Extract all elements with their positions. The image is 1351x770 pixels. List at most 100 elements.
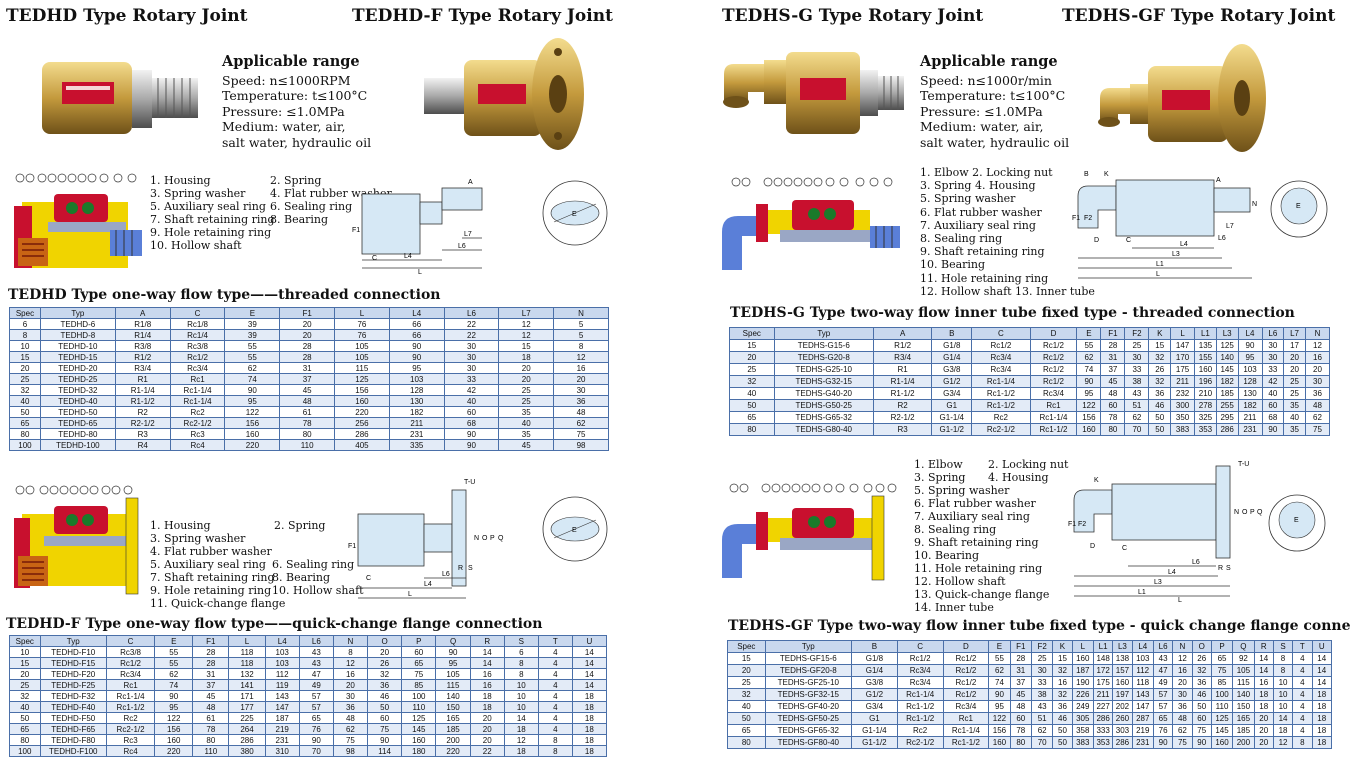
table-cell: 40 bbox=[9, 395, 41, 407]
table-cell: 335 bbox=[388, 439, 445, 451]
table-cell: 36 bbox=[332, 701, 368, 713]
table-cell: 15 bbox=[9, 351, 41, 363]
table-cell: 150 bbox=[435, 701, 471, 713]
table-cell: Rc1/2 bbox=[942, 688, 990, 701]
table-cell: G1/4 bbox=[851, 664, 898, 677]
range-speed: Speed: n≤1000r/min bbox=[920, 72, 1052, 88]
tedhs-gf-product-image bbox=[1098, 44, 1266, 152]
table-cell: 14 bbox=[503, 712, 539, 724]
table-cell: TEDHD-F65 bbox=[39, 723, 107, 735]
table-cell: R3/4 bbox=[872, 351, 933, 364]
table-cell: 46 bbox=[1052, 712, 1073, 725]
table-cell: Rc2-1/2 bbox=[105, 723, 156, 735]
table-cell: 219 bbox=[264, 723, 300, 735]
part-label: 13. Quick-change flange bbox=[914, 588, 1050, 601]
table-header-cell: F2 bbox=[1030, 640, 1054, 653]
table-cell: 48 bbox=[553, 406, 609, 418]
table-header-cell: D bbox=[942, 640, 990, 653]
table-cell: 61 bbox=[279, 406, 336, 418]
dim-label: L6 bbox=[1218, 235, 1226, 242]
table-cell: 30 bbox=[1124, 351, 1150, 364]
range-medium: Medium: water, air, bbox=[222, 119, 346, 134]
table-header-cell: Q bbox=[1232, 640, 1255, 653]
table-cell: 75 bbox=[401, 668, 437, 680]
table-cell: 4 bbox=[1292, 652, 1313, 665]
table-cell: 32 bbox=[1191, 664, 1212, 677]
table-cell: Rc1-1/4 bbox=[169, 384, 226, 396]
table-cell: R3 bbox=[114, 428, 171, 440]
table-cell: Rc2 bbox=[896, 724, 944, 737]
table-cell: 33 bbox=[1124, 363, 1150, 376]
table-cell: 325 bbox=[1194, 411, 1217, 424]
table-cell: 310 bbox=[264, 745, 300, 757]
table-cell: 182 bbox=[1237, 399, 1263, 412]
table-header-cell: O bbox=[1191, 640, 1212, 653]
dim-label: R bbox=[1218, 565, 1223, 572]
table-cell: 100 bbox=[9, 439, 41, 451]
table-cell: 45 bbox=[279, 384, 336, 396]
table-cell: 110 bbox=[401, 701, 437, 713]
table-cell: 160 bbox=[1071, 652, 1094, 665]
table-cell: 62 bbox=[553, 417, 609, 429]
tedhs-g-cross-section bbox=[722, 177, 900, 270]
dim-label: F1 bbox=[1068, 521, 1076, 528]
table-cell: 211 bbox=[1170, 375, 1196, 388]
dim-label: T-U bbox=[1238, 461, 1249, 468]
table-header-cell: L1 bbox=[1092, 640, 1114, 653]
section-title-tedhd-f: TEDHD-F Type one-way flow type——quick-ch… bbox=[6, 616, 543, 632]
dim-label: Q bbox=[498, 535, 504, 542]
table-cell: 16 bbox=[1304, 351, 1331, 364]
table-cell: Rc3/4 bbox=[169, 362, 226, 374]
table-header-cell: N bbox=[332, 635, 368, 647]
table-cell: 105 bbox=[334, 340, 390, 352]
table-header-cell: K bbox=[1148, 327, 1172, 340]
table-cell: 256 bbox=[334, 417, 390, 429]
table-cell: 10 bbox=[503, 701, 539, 713]
table-cell: 43 bbox=[298, 657, 334, 669]
table-cell: 132 bbox=[228, 668, 266, 680]
table-cell: 8 bbox=[1272, 664, 1294, 677]
table-header-cell: E bbox=[154, 635, 194, 647]
table-header-cell: L bbox=[1170, 327, 1196, 340]
table-cell: 35 bbox=[1283, 423, 1306, 436]
table-cell: 6 bbox=[503, 646, 539, 658]
table-cell: 220 bbox=[435, 745, 471, 757]
table-header-cell: F2 bbox=[1124, 327, 1150, 340]
table-cell: 33 bbox=[1030, 676, 1054, 689]
table-cell: 40 bbox=[729, 387, 775, 400]
table-cell: 65 bbox=[401, 657, 437, 669]
table-cell: 4 bbox=[537, 668, 573, 680]
table-cell: TEDHD-65 bbox=[39, 417, 116, 429]
part-label: 12. Hollow shaft 13. Inner tube bbox=[920, 284, 1095, 298]
section-title-tedhs-gf: TEDHS-GF Type two-way flow inner tube fi… bbox=[728, 618, 1351, 634]
table-cell: 95 bbox=[1076, 387, 1102, 400]
table-cell: 32 bbox=[1052, 688, 1073, 701]
tedhd-cross-section bbox=[14, 173, 142, 268]
table-cell: 75 bbox=[1172, 736, 1193, 749]
range-speed: Speed: n≤1000RPM bbox=[222, 72, 351, 88]
part-label: 10. Hollow shaft bbox=[150, 239, 242, 252]
table-cell: 350 bbox=[1170, 411, 1196, 424]
part-label: 11. Quick-change flange bbox=[150, 597, 286, 610]
table-cell: 70 bbox=[1124, 423, 1150, 436]
dim-label: O bbox=[1242, 509, 1248, 516]
table-cell: 90 bbox=[1237, 339, 1263, 352]
dim-label: C bbox=[1126, 237, 1131, 244]
table-cell: 18 bbox=[469, 690, 505, 702]
table-cell: 4 bbox=[537, 723, 573, 735]
table-header-cell: L bbox=[334, 307, 390, 319]
table-cell: Rc1-1/4 bbox=[896, 688, 944, 701]
table-cell: R1/8 bbox=[114, 318, 171, 330]
table-cell: 51 bbox=[1124, 399, 1150, 412]
table-cell: 4 bbox=[1292, 676, 1313, 689]
table-header-cell: B bbox=[851, 640, 898, 653]
table-cell: 286 bbox=[228, 734, 266, 746]
table-cell: 156 bbox=[154, 723, 194, 735]
